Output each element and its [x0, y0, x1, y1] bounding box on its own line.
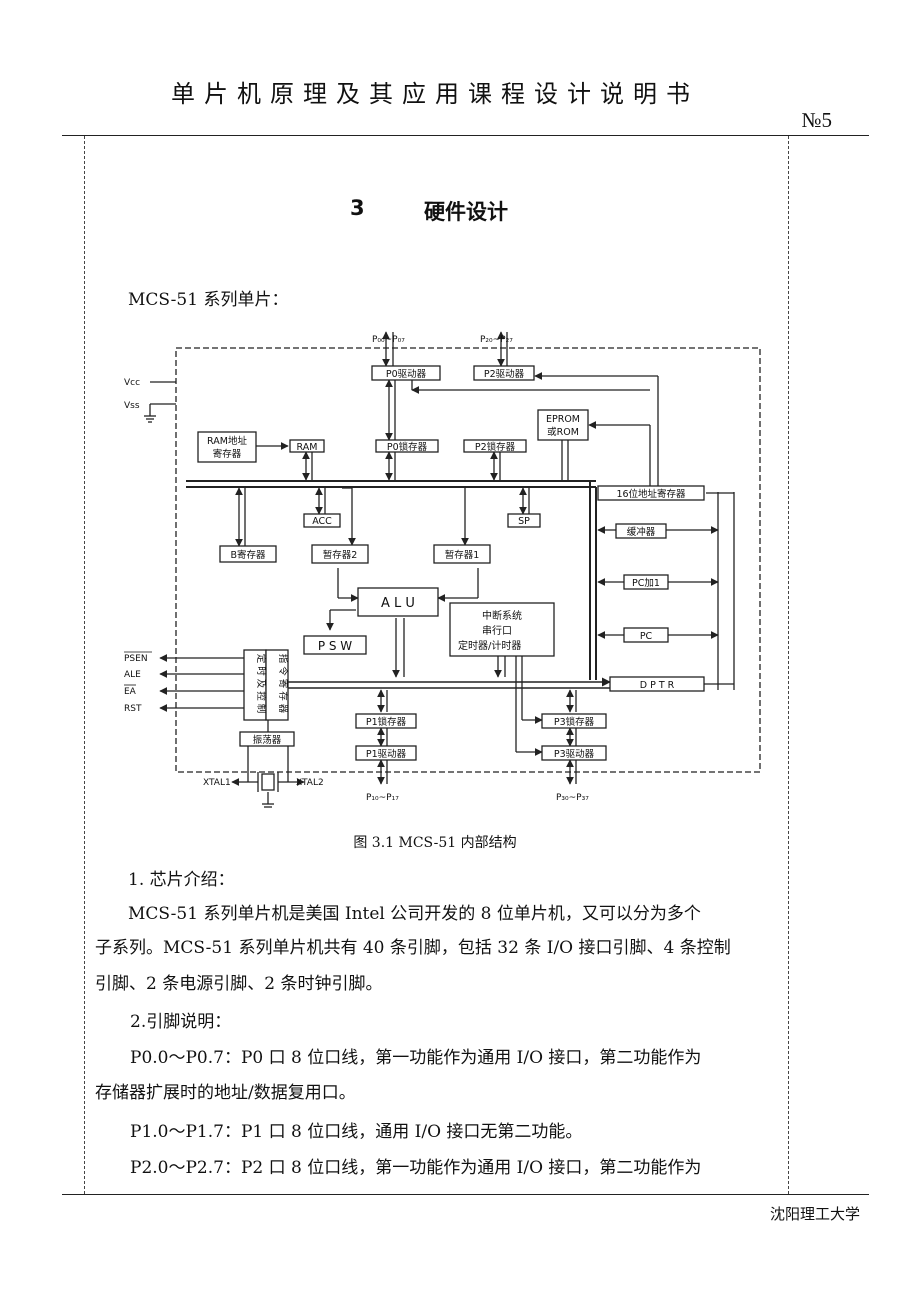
temp-register-1-label: 暂存器1 [445, 549, 480, 561]
header-rule [62, 135, 869, 136]
p1-driver-label: P1驱动器 [366, 749, 407, 760]
xtal2-pin: XTAL2 [296, 778, 324, 788]
paragraph-line: MCS-51 系列单片机是美国 Intel 公司开发的 8 位单片机，又可以分为… [128, 904, 701, 924]
intro-text: MCS-51 系列单片： [128, 290, 289, 310]
vss-pin: Vss [124, 401, 140, 411]
serial-port-label: 串行口 [482, 624, 512, 637]
addr16-label: 16位地址寄存器 [616, 488, 686, 500]
oscillator-label: 振荡器 [253, 734, 282, 746]
instruction-register-label: 指令寄存器 [277, 654, 289, 717]
figure-caption: 图 3.1 MCS-51 内部结构 [353, 835, 517, 851]
buffer-label: 缓冲器 [627, 526, 656, 538]
p0-latch-label: P0锁存器 [387, 441, 428, 453]
ale-pin: ALE [124, 670, 141, 680]
vcc-pin: Vcc [124, 378, 140, 388]
chip-boundary [175, 347, 761, 773]
p3-port-pins: P₃₀~P₃₇ [556, 793, 589, 803]
p2-port-pins: P₂₀~P₂₇ [480, 335, 513, 345]
p0-driver-label: P0驱动器 [386, 369, 427, 380]
dptr-label: D P T R [640, 680, 675, 691]
section-number: 3 [350, 196, 365, 220]
interrupt-label: 中断系统 [482, 609, 522, 622]
right-margin-line [788, 136, 789, 1194]
ram-label: RAM [297, 442, 318, 453]
p1-latch-label: P1锁存器 [366, 716, 407, 728]
paragraph-line: 引脚、2 条电源引脚、2 条时钟引脚。 [95, 974, 383, 994]
pc-inc-label: PC加1 [632, 578, 660, 589]
paragraph-line: 2.引脚说明： [130, 1012, 232, 1032]
p0-port-pins: P₀₀~P₀₇ [372, 335, 405, 345]
paragraph-line: 存储器扩展时的地址/数据复用口。 [95, 1083, 356, 1103]
footer-university: 沈阳理工大学 [769, 1205, 860, 1223]
header-title: 单片机原理及其应用课程设计说明书 [171, 80, 699, 108]
xtal1-pin: XTAL1 [203, 778, 231, 788]
p2-driver-label: P2驱动器 [484, 369, 525, 380]
footer-rule [62, 1194, 869, 1195]
paragraph-line: P2.0～P2.7：P2 口 8 位口线，第一功能作为通用 I/O 接口，第二功… [130, 1158, 702, 1178]
b-register-label: B寄存器 [230, 549, 266, 561]
left-margin-line [84, 136, 85, 1194]
sp-label: SP [518, 516, 530, 527]
p3-latch-label: P3锁存器 [554, 716, 595, 728]
p1-port-pins: P₁₀~P₁₇ [366, 793, 399, 803]
or-rom-label: 或ROM [547, 426, 579, 438]
page-number: №5 [801, 108, 832, 132]
paragraph-line: P1.0～P1.7：P1 口 8 位口线，通用 I/O 接口无第二功能。 [130, 1122, 583, 1142]
paragraph-line: P0.0～P0.7：P0 口 8 位口线，第一功能作为通用 I/O 接口，第二功… [130, 1048, 702, 1068]
p2-latch-label: P2锁存器 [475, 441, 516, 453]
paragraph-line: 子系列。MCS-51 系列单片机共有 40 条引脚，包括 32 条 I/O 接口… [95, 938, 731, 958]
ram-addr-label-1: RAM地址 [207, 435, 247, 447]
section-title: 硬件设计 [424, 200, 508, 224]
acc-label: ACC [312, 516, 332, 527]
timer-counter-label: 定时器/计时器 [458, 639, 521, 652]
eprom-label: EPROM [546, 414, 580, 425]
ea-pin: EA [124, 687, 137, 697]
temp-register-2-label: 暂存器2 [323, 549, 358, 561]
ram-addr-label-2: 寄存器 [213, 448, 242, 460]
paragraph-line: 1. 芯片介绍： [128, 870, 235, 890]
alu-label: A L U [381, 596, 415, 611]
psen-pin: PSEN [124, 654, 148, 664]
crystal-symbol [261, 773, 275, 791]
timing-control-label: 定时及控制 [255, 654, 267, 717]
psw-label: P S W [318, 639, 352, 653]
pc-label: PC [640, 631, 653, 642]
p3-driver-label: P3驱动器 [554, 749, 595, 760]
rst-pin: RST [124, 704, 142, 714]
